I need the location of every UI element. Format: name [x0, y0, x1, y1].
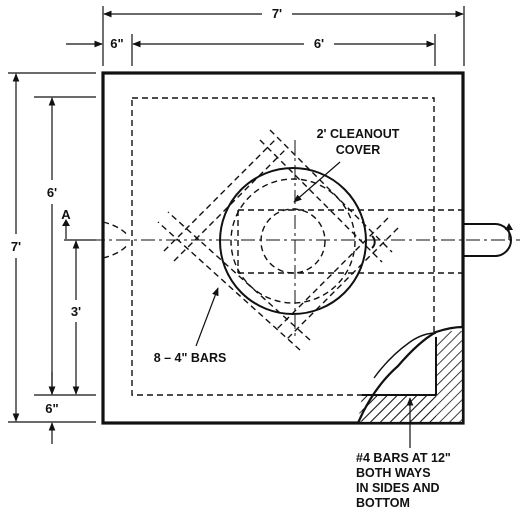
box-outer-wall: [101, 71, 465, 425]
rebar-callout: #4 BARS AT 12" BOTH WAYS IN SIDES AND BO…: [356, 397, 451, 510]
diagonal-bars-callout: 8 – 4" BARS: [154, 287, 227, 365]
top-dimension-group: 7' 6" 6': [66, 6, 465, 66]
outlet-pipe-stub: [464, 223, 512, 257]
cutaway-break-line-inner: [373, 332, 437, 379]
diagonal-bars-label: 8 – 4" BARS: [154, 351, 227, 365]
box-inner-wall-hidden: [131, 97, 435, 396]
overall-width-label: 7': [272, 6, 282, 21]
cutaway-corner: [356, 325, 463, 423]
cleanout-cover-rim: [230, 178, 356, 304]
upper-span-label: 6': [47, 185, 57, 200]
bottom-wall-label: 6": [45, 401, 58, 416]
wall-width-label: 6": [110, 36, 123, 51]
inner-width-label: 6': [314, 36, 324, 51]
cleanout-cover-leader: [293, 161, 341, 203]
rebar-label-line1: #4 BARS AT 12": [356, 451, 451, 465]
lower-span-label: 3': [71, 304, 81, 319]
diagonal-bars-leader: [195, 287, 219, 347]
rebar-label-line4: BOTTOM: [356, 496, 410, 510]
outlet-flow-mark: [371, 235, 376, 249]
section-marker-label: A: [61, 207, 71, 222]
cleanout-cover-outer: [219, 167, 367, 315]
cleanout-cover: [219, 167, 367, 315]
outlet-pipe: [237, 209, 512, 274]
left-dimension-group: 7' 6' 3' 6": [8, 72, 96, 444]
rebar-label-line3: IN SIDES AND: [356, 481, 440, 495]
inlet-pipe-hidden: [102, 221, 129, 259]
cleanout-cover-label-line2: COVER: [336, 143, 380, 157]
section-marker-arrowhead: [62, 219, 70, 226]
section-marker-left: A: [61, 207, 71, 239]
rebar-label-line2: BOTH WAYS: [356, 466, 431, 480]
diagonal-bars: [157, 129, 399, 351]
cleanout-cover-callout: 2' CLEANOUT COVER: [293, 127, 400, 203]
cleanout-cover-label-line1: 2' CLEANOUT: [317, 127, 400, 141]
cleanout-opening: [260, 208, 326, 274]
overall-height-label: 7': [11, 239, 21, 254]
